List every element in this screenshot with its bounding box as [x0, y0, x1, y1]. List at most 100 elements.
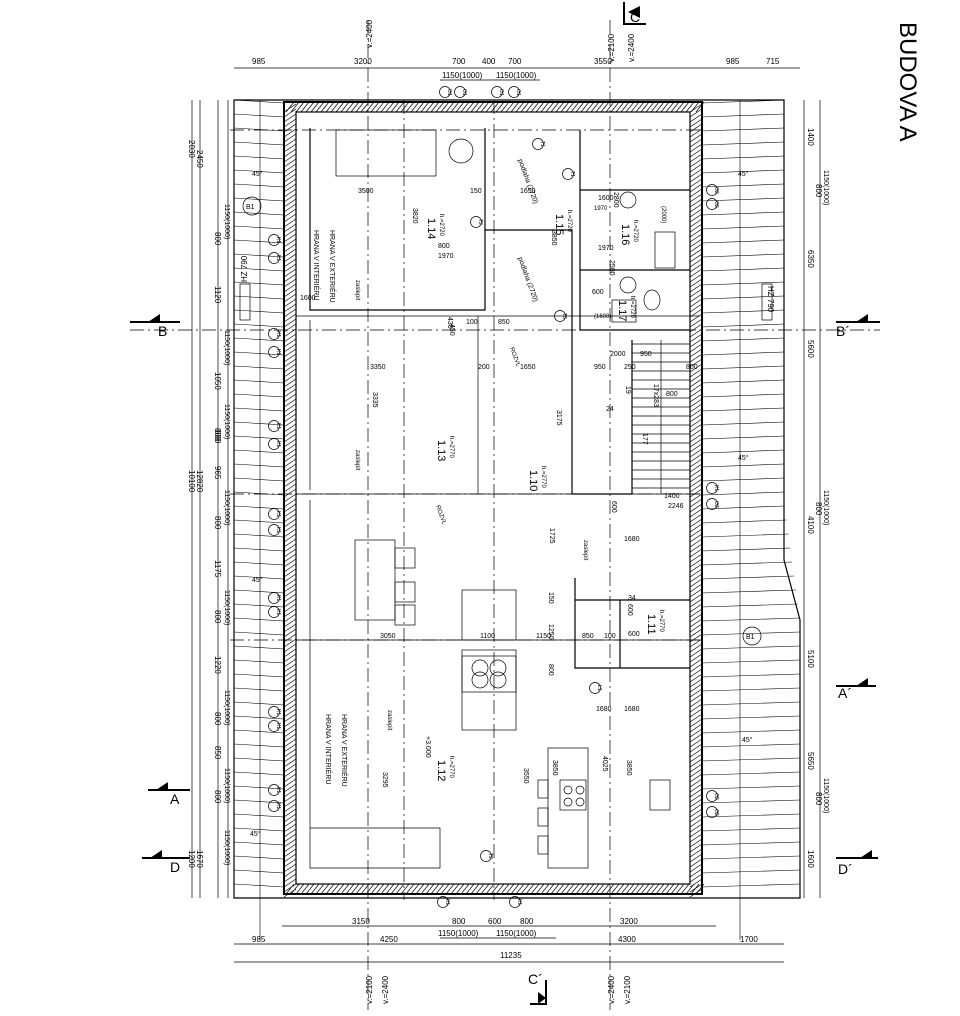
- dimension-value: 800: [213, 516, 222, 530]
- dimension-value: 34: [628, 595, 636, 602]
- window-tag-label: T1: [539, 141, 545, 147]
- window-tag: T1: [532, 138, 545, 150]
- dimension-value: 12820: [195, 470, 204, 493]
- window-tag: O1: [439, 86, 452, 98]
- svg-text:zaslepit: zaslepit: [354, 280, 360, 301]
- dimension-value: 1725: [548, 528, 555, 544]
- dimension-value: 450: [448, 324, 455, 336]
- room-number: 1.17: [616, 300, 628, 321]
- room-number: 1.13: [435, 440, 447, 461]
- window-tags: K1K1K1K1K1K1K1K1K1K1K1K1K1K1O2O2K1O2O2O2…: [268, 86, 719, 908]
- window-tag: O1: [454, 86, 467, 98]
- dimension-value: 2246: [668, 503, 684, 510]
- dimension-value: 1200: [187, 850, 196, 868]
- svg-text:D: D: [170, 859, 180, 875]
- dimension-value: 1970: [598, 245, 614, 252]
- svg-text:45°: 45°: [252, 576, 263, 584]
- dimension-value: 985: [726, 57, 740, 66]
- dimension-value: 5100: [806, 650, 815, 668]
- dimension-value: 150: [547, 592, 554, 604]
- dimension-value: 1050: [213, 372, 222, 390]
- dimension-lines: [191, 67, 821, 963]
- dimension-value: 965: [213, 466, 222, 480]
- building-title: BUDOVA A: [894, 22, 921, 142]
- window-tag-label: L1: [596, 685, 602, 691]
- dimension-value: 5600: [806, 340, 815, 358]
- dimension-value: 800: [213, 712, 222, 726]
- dimension-value: 4300: [618, 935, 636, 944]
- dimension-value: 430: [446, 317, 453, 329]
- window-tag: K1: [268, 346, 281, 358]
- svg-text:(2000): (2000): [660, 206, 666, 223]
- dimension-value: 3500: [358, 188, 374, 195]
- dim-right-sub: 1150(1000)1150(1000)1150(1000): [822, 170, 829, 813]
- window-tag-label: K1: [275, 595, 281, 601]
- window-tag-label: K1: [275, 349, 281, 355]
- window-tag: L1: [589, 682, 602, 694]
- dimension-value: 800: [814, 792, 823, 806]
- dimension-value: 800: [520, 917, 534, 926]
- window-tag-label: O2: [713, 793, 719, 800]
- window-tag: O2: [706, 790, 719, 802]
- svg-text:45°: 45°: [738, 170, 749, 178]
- dimension-value: 1150(1000): [442, 71, 483, 80]
- dimension-value: 950: [594, 364, 606, 371]
- dimension-value: 600: [592, 289, 604, 296]
- dimension-value: 250: [624, 364, 636, 371]
- window-tag-label: O1: [498, 89, 504, 96]
- dimension-value: 3350: [370, 364, 386, 371]
- dimension-value: 10100: [187, 470, 196, 493]
- dimension-value: 1150(1000): [223, 690, 230, 725]
- window-tag-label: K1: [275, 237, 281, 243]
- dimension-value: 800: [213, 430, 222, 444]
- dimension-value: 700: [508, 57, 522, 66]
- dimension-value: 1150(1000): [496, 71, 537, 80]
- room-height: h.=2720: [566, 210, 572, 233]
- dimension-value: 1150(1000): [223, 330, 230, 365]
- dimension-value: 1680: [624, 536, 640, 543]
- dimension-value: 800: [547, 664, 554, 676]
- window-tag-label: K1: [275, 441, 281, 447]
- window-tag: T3: [554, 310, 567, 322]
- section-markers: B B´ A A´ D D´ C C´: [130, 2, 880, 1005]
- dimension-value: 24: [606, 406, 614, 413]
- dimension-value: 1600: [300, 295, 316, 302]
- dimension-value: 6350: [806, 250, 815, 268]
- roof-tiles-right: [701, 99, 801, 940]
- window-tag: K1: [268, 438, 281, 450]
- dimension-value: 3295: [381, 772, 388, 788]
- window-tag-label: K1: [275, 709, 281, 715]
- window-tag-label: K1: [275, 331, 281, 337]
- dimension-value: 800: [666, 391, 678, 398]
- svg-text:(1600): (1600): [594, 314, 611, 320]
- dimension-value: 3850: [551, 760, 558, 776]
- dimension-value: 1400: [806, 128, 815, 146]
- svg-text:zaslepit: zaslepit: [582, 540, 588, 561]
- dim-bottom-total: 11235: [500, 951, 522, 960]
- room-height: h.=2770: [448, 756, 454, 779]
- svg-text:HZ 790: HZ 790: [240, 255, 249, 282]
- dimension-value: 2800: [612, 192, 619, 208]
- window-tag: K1: [268, 784, 281, 796]
- dimension-value: 715: [766, 57, 780, 66]
- dimension-value: 3175: [555, 410, 562, 426]
- window-tag: K1: [268, 420, 281, 432]
- dimension-value: 1680: [624, 706, 640, 713]
- dimension-value: 800: [452, 917, 466, 926]
- window-tag-label: O2: [713, 187, 719, 194]
- svg-text:B1: B1: [246, 204, 255, 211]
- window-tag-label: T3: [561, 313, 567, 319]
- window-tag: K1: [268, 720, 281, 732]
- svg-text:C: C: [630, 9, 640, 25]
- dim-top-sub: 1150(1000) 1150(1000): [442, 71, 537, 80]
- dimension-value: 600: [628, 631, 640, 638]
- svg-text:45°: 45°: [742, 736, 753, 744]
- window-tag: K1: [437, 896, 450, 908]
- window-tag: K1: [268, 508, 281, 520]
- dimension-value: 985: [252, 57, 266, 66]
- window-tag: K1: [268, 592, 281, 604]
- dimension-value: 1100: [480, 633, 495, 640]
- window-tag: T2: [480, 850, 493, 862]
